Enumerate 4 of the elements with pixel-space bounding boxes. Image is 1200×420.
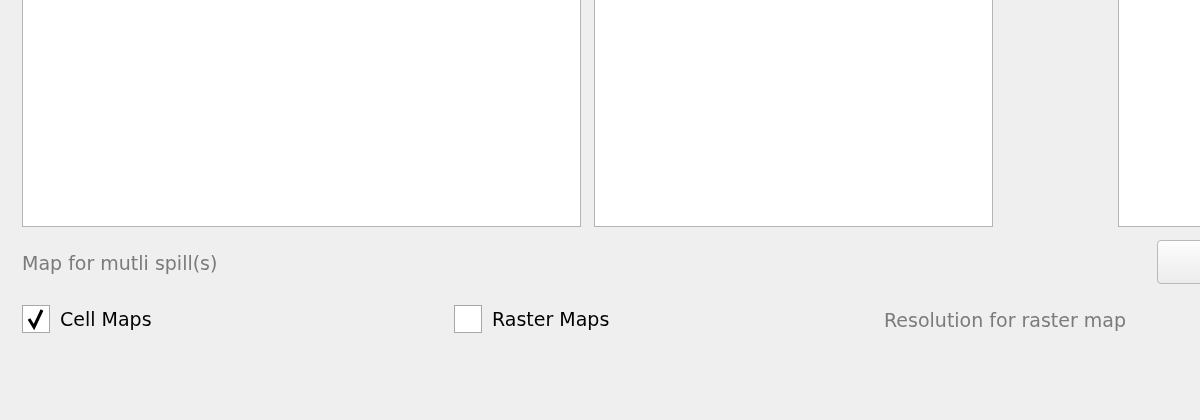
field-label: Resolution for raster map [884,308,1127,332]
section-label: Map for mutli spill(s) [22,251,218,275]
checkbox-label: Raster Maps [492,307,610,331]
checkbox-label: Cell Maps [60,307,152,331]
